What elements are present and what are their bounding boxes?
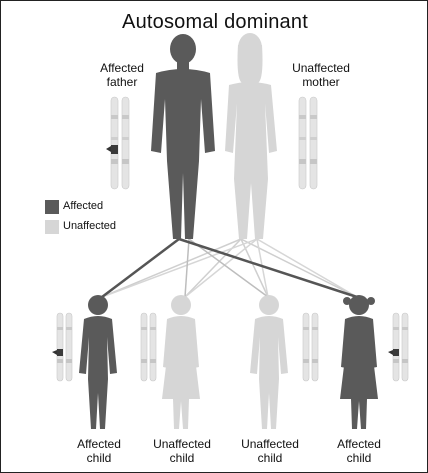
inheritance-lines — [102, 239, 357, 297]
child-4-chromosomes — [388, 313, 408, 381]
father-chromosomes — [106, 97, 129, 189]
child-2-chromosomes — [141, 313, 156, 381]
child-3-chromosomes — [303, 313, 318, 381]
child-2-figure — [162, 295, 200, 429]
child-2-label: Unaffected child — [149, 437, 215, 465]
unaffected-mother-figure — [225, 33, 277, 239]
child-1-chromosomes — [52, 313, 72, 381]
child-4-figure — [340, 295, 378, 429]
mother-chromosomes — [299, 97, 317, 189]
child-1-label: Affected child — [69, 437, 129, 465]
child-3-label: Unaffected child — [237, 437, 303, 465]
child-4-label: Affected child — [329, 437, 389, 465]
child-1-figure — [79, 295, 117, 429]
child-3-figure — [250, 295, 288, 429]
affected-father-figure — [151, 34, 215, 239]
